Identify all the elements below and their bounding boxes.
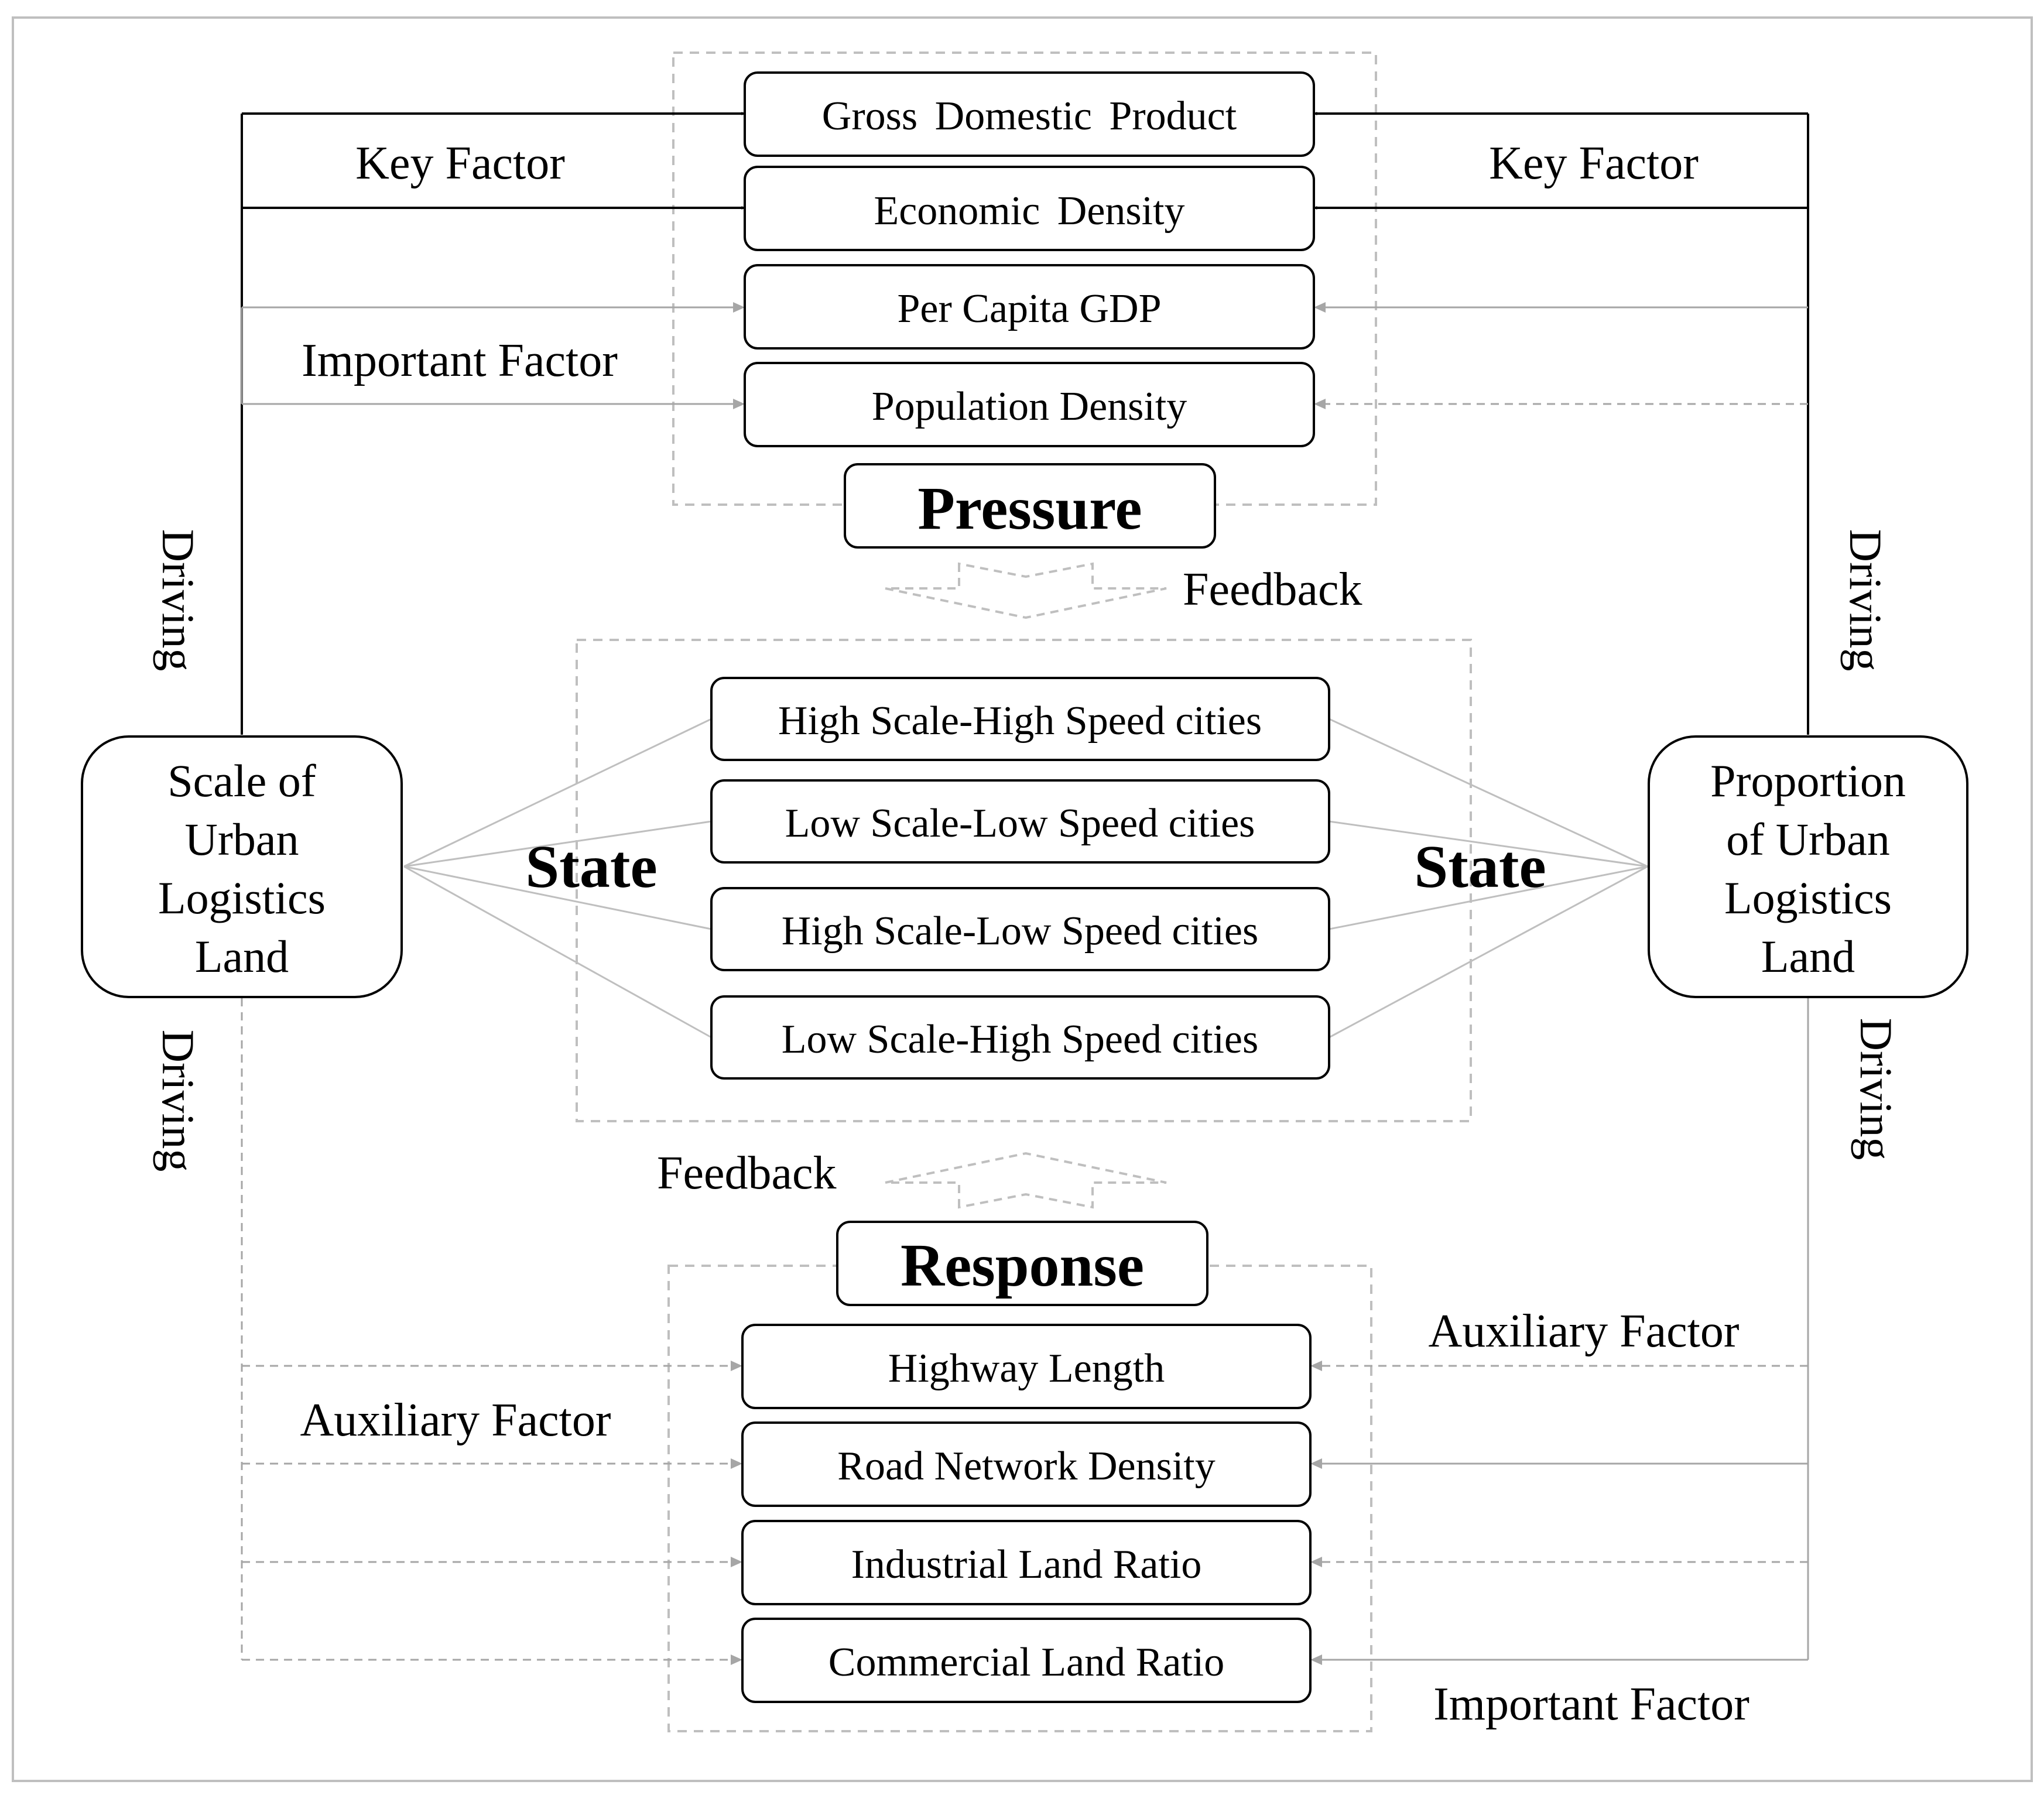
feedback-label-top: Feedback <box>1183 564 1362 615</box>
response-title-box: Response <box>836 1221 1208 1306</box>
right-node-line-4: Land <box>1761 931 1855 982</box>
pressure-title-box: Pressure <box>844 463 1216 549</box>
right-node-proportion: Proportion of Urban Logistics Land <box>1648 735 1968 998</box>
pressure-item-economic-density: Economic Density <box>874 189 1184 234</box>
arrowhead-left-industrial <box>731 1557 742 1567</box>
feedback-label-bottom: Feedback <box>657 1147 837 1199</box>
response-item-industrial: Industrial Land Ratio <box>851 1542 1202 1587</box>
connector-right-lsls <box>1329 820 1648 868</box>
arrowhead-right-industrial <box>1310 1557 1322 1567</box>
driving-label-right-top: Driving <box>1840 529 1891 672</box>
response-box-commercial: Commercial Land Ratio <box>741 1618 1312 1703</box>
state-connectors-right <box>1329 718 1648 1039</box>
pressure-item-gdp: Gross Domestic Product <box>822 94 1237 139</box>
state-title-right: State <box>1414 833 1546 900</box>
arrowhead-right-commercial <box>1310 1654 1322 1665</box>
connector-left-hshs <box>403 718 712 868</box>
arrowhead-left-per-capita <box>733 302 745 313</box>
arrowhead-right-road-network <box>1310 1458 1322 1469</box>
state-group-frame <box>576 639 1472 1122</box>
response-box-road-network: Road Network Density <box>741 1421 1312 1507</box>
left-node-line-1: Scale of <box>167 755 316 806</box>
key-factor-label-right: Key Factor <box>1489 138 1699 189</box>
state-box-lshs: Low Scale-High Speed cities <box>710 995 1330 1080</box>
connector-left-hsls <box>403 865 712 930</box>
arrowhead-right-population <box>1314 399 1326 409</box>
arrowhead-left-highway <box>731 1361 742 1371</box>
response-box-highway: Highway Length <box>741 1324 1312 1409</box>
state-item-hshs: High Scale-High Speed cities <box>778 698 1262 744</box>
pressure-title: Pressure <box>917 475 1142 542</box>
state-box-hsls: High Scale-Low Speed cities <box>710 887 1330 971</box>
state-item-hsls: High Scale-Low Speed cities <box>782 909 1259 954</box>
connector-right-lshs <box>1329 865 1648 1039</box>
left-node-line-3: Logistics <box>158 872 326 923</box>
pressure-item-population-density: Population Density <box>872 384 1187 429</box>
state-item-lsls: Low Scale-Low Speed cities <box>785 801 1255 846</box>
pressure-item-per-capita-gdp: Per Capita GDP <box>897 286 1161 331</box>
state-box-hshs: High Scale-High Speed cities <box>710 677 1330 761</box>
response-item-highway: Highway Length <box>888 1346 1165 1391</box>
arrowhead-left-commercial <box>731 1654 742 1665</box>
right-node-line-2: of Urban <box>1726 814 1889 865</box>
driving-label-left-top: Driving <box>153 529 204 672</box>
response-item-commercial: Commercial Land Ratio <box>828 1640 1224 1685</box>
driving-label-right-bottom: Driving <box>1851 1018 1902 1160</box>
outer-border <box>12 16 2033 1782</box>
auxiliary-factor-label-left: Auxiliary Factor <box>300 1395 611 1446</box>
connector-right-hshs <box>1329 718 1648 868</box>
left-node-line-2: Urban <box>185 814 299 865</box>
right-node-line-1: Proportion <box>1710 755 1906 806</box>
key-factor-label-left: Key Factor <box>355 138 565 189</box>
connector-left-lsls <box>403 820 712 868</box>
arrowhead-right-per-capita <box>1314 302 1326 313</box>
state-connectors-left <box>403 718 712 1039</box>
auxiliary-factor-label-right: Auxiliary Factor <box>1429 1306 1740 1357</box>
response-item-road-network: Road Network Density <box>837 1444 1215 1489</box>
state-title-left: State <box>525 833 657 900</box>
response-box-industrial: Industrial Land Ratio <box>741 1520 1312 1605</box>
important-factor-label-right: Important Factor <box>1433 1678 1749 1730</box>
driving-label-left-bottom: Driving <box>153 1030 204 1172</box>
connector-right-hsls <box>1329 865 1648 930</box>
pressure-box-gdp: Gross Domestic Product <box>744 71 1315 157</box>
arrowhead-left-population <box>733 399 745 409</box>
state-item-lshs: Low Scale-High Speed cities <box>782 1017 1259 1062</box>
feedback-arrow-up <box>885 1152 1167 1209</box>
left-node-line-4: Land <box>195 931 289 982</box>
right-node-line-3: Logistics <box>1724 872 1892 923</box>
important-factor-label-left: Important Factor <box>302 335 618 386</box>
arrowhead-left-road-network <box>731 1458 742 1469</box>
pressure-group-frame <box>672 52 1377 506</box>
state-box-lsls: Low Scale-Low Speed cities <box>710 779 1330 864</box>
arrowhead-right-highway <box>1310 1361 1322 1371</box>
pressure-box-population-density: Population Density <box>744 362 1315 447</box>
response-title: Response <box>901 1232 1144 1299</box>
left-node-scale: Scale of Urban Logistics Land <box>81 735 403 998</box>
connector-left-lshs <box>403 865 712 1039</box>
pressure-box-economic-density: Economic Density <box>744 166 1315 251</box>
pressure-box-per-capita-gdp: Per Capita GDP <box>744 264 1315 350</box>
feedback-arrow-down <box>885 562 1167 619</box>
